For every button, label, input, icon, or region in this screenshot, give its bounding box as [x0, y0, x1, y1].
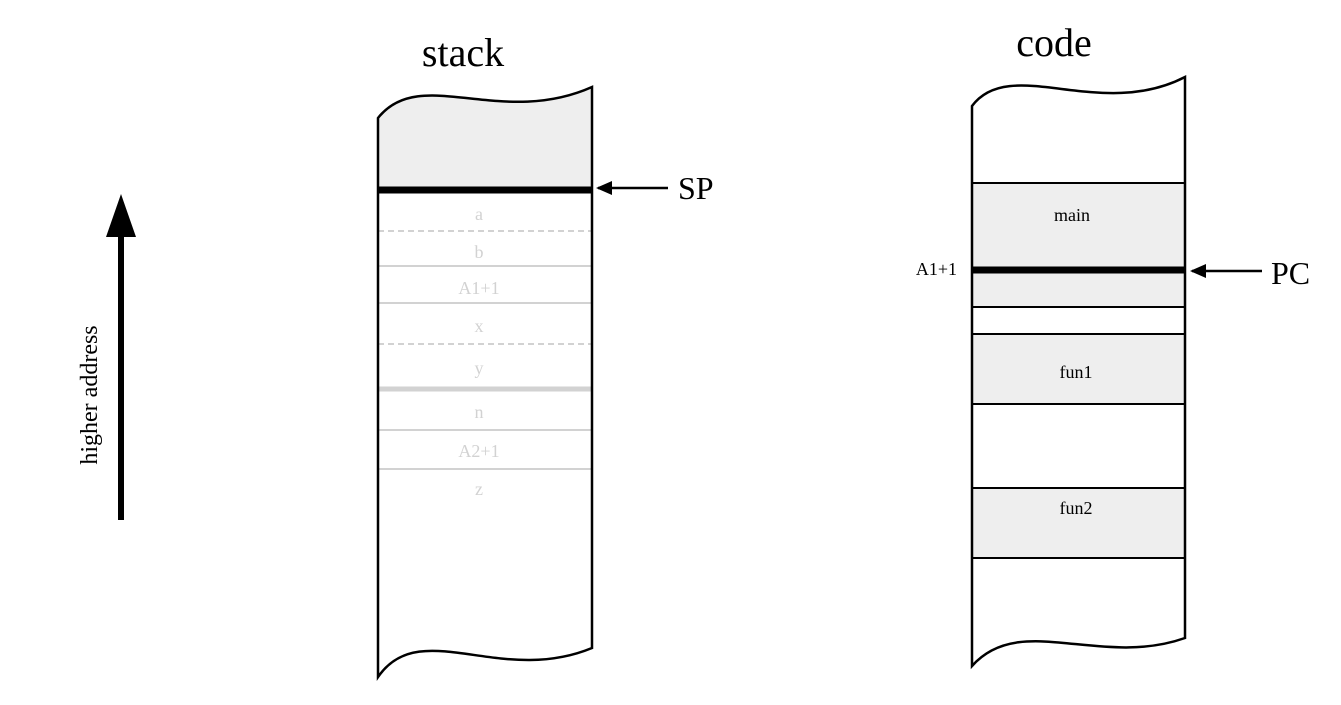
code-segment-fun1 — [971, 333, 1186, 405]
stack-slot-label: a — [475, 204, 483, 224]
sp-arrow-head — [596, 181, 612, 195]
stack-slot-label: y — [475, 358, 484, 378]
higher-address-label: higher address — [77, 325, 103, 464]
stack-slot-labels: a b A1+1 x y n A2+1 z — [458, 204, 499, 499]
code-outline — [970, 74, 1187, 670]
sp-pointer: SP — [596, 170, 714, 206]
stack-outline — [376, 85, 594, 682]
stack-slot-label: A2+1 — [458, 441, 499, 461]
sp-label: SP — [678, 170, 714, 206]
stack-slot-label: A1+1 — [458, 278, 499, 298]
higher-address-arrow-head — [106, 194, 136, 237]
stack-slot-label: b — [475, 242, 484, 262]
stack-slot-label: n — [475, 402, 484, 422]
code-segment-label-fun2: fun2 — [1060, 498, 1093, 518]
higher-address-indicator: higher address — [77, 194, 136, 520]
stack-used-region — [378, 87, 592, 190]
stack-slot-separators — [378, 230, 592, 470]
pc-label: PC — [1271, 255, 1310, 291]
code-segment-main — [971, 182, 1186, 308]
code-title: code — [1016, 20, 1092, 65]
stack-slot-label: x — [475, 316, 484, 336]
stack-slot-label: z — [475, 479, 483, 499]
stack-title: stack — [422, 30, 504, 75]
pc-arrow-head — [1190, 264, 1206, 278]
code-gap — [971, 306, 1186, 335]
code-column: code main fun1 fun2 A1+1 PC — [916, 20, 1310, 670]
stack-column: stack a b A1+1 x y n A2+1 z — [376, 30, 714, 682]
pc-pointer: PC — [1190, 255, 1310, 291]
code-segment-label-main: main — [1054, 205, 1090, 225]
code-segment-label-fun1: fun1 — [1060, 362, 1093, 382]
pc-address-label: A1+1 — [916, 259, 957, 279]
